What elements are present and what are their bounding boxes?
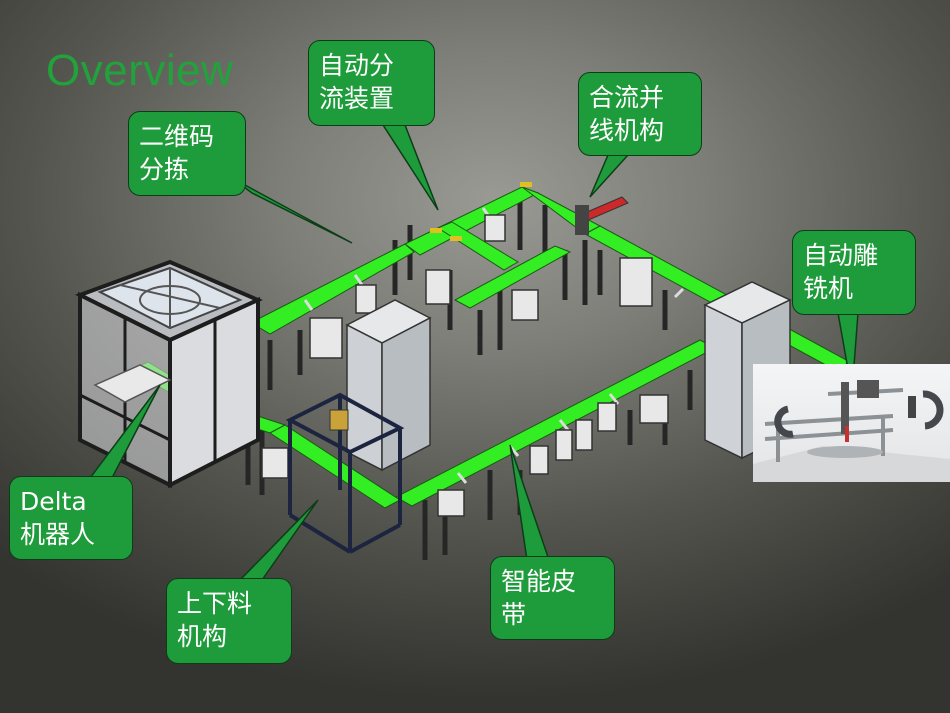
callout-line: 铣机: [803, 274, 854, 303]
callout-qr-sorting: 二维码 分拣: [128, 111, 246, 196]
callout-line: 智能皮: [501, 567, 577, 596]
callout-line: 上下料: [177, 589, 253, 618]
cnc-machine-illustration: [753, 380, 950, 482]
callout-delta-robot: Delta 机器人: [9, 476, 133, 560]
page-title: Overview: [46, 46, 234, 95]
divert-markers: [430, 182, 532, 241]
control-cabinet-left: [345, 299, 432, 472]
callout-cnc-machine: 自动雕 铣机: [792, 230, 916, 315]
callout-line: 机构: [177, 622, 228, 651]
callout-line: 自动雕: [803, 241, 879, 270]
cnc-machine-photo: [753, 364, 950, 482]
loader-frame: [285, 392, 405, 554]
callout-loader: 上下料 机构: [166, 578, 292, 664]
callout-line: 流装置: [319, 84, 395, 113]
belt-motor-boxes: [261, 214, 669, 517]
callout-pointers: [88, 124, 859, 581]
callout-merge-mechanism: 合流并 线机构: [578, 72, 702, 156]
callout-line: 带: [501, 600, 527, 629]
callout-smart-belt: 智能皮 带: [490, 556, 615, 640]
merge-carriage: [575, 196, 629, 235]
callout-line: 分拣: [139, 155, 190, 184]
callout-line: 自动分: [319, 51, 395, 80]
callout-line: 二维码: [139, 122, 215, 151]
callout-line: 合流并: [589, 83, 665, 112]
delta-robot-enclosure: [74, 259, 263, 489]
callout-line: Delta: [20, 487, 87, 516]
loader-gripper: [329, 409, 349, 431]
callout-line: 机器人: [20, 520, 96, 549]
callout-line: 线机构: [589, 116, 665, 145]
callout-auto-divert: 自动分 流装置: [308, 40, 435, 126]
